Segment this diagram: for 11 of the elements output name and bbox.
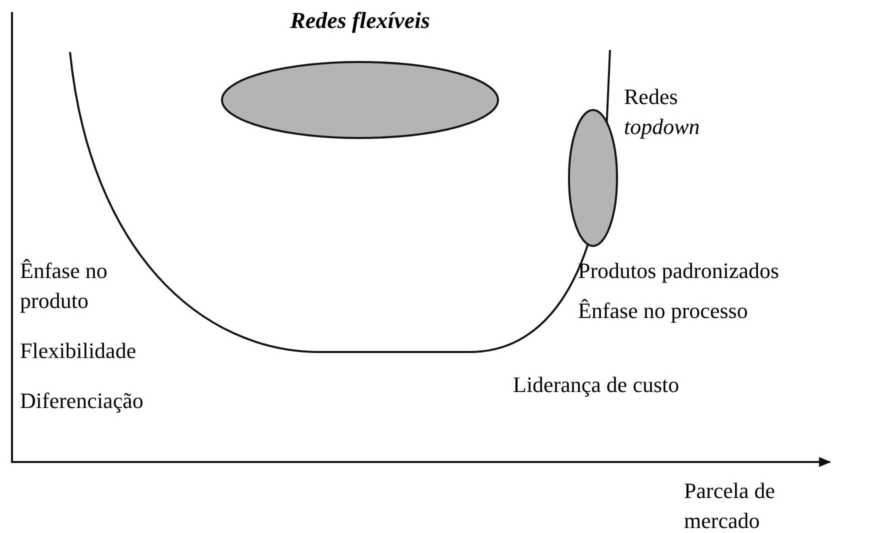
trait-label: Produtos padronizados [578, 257, 780, 285]
trait-label: Ênfase no produto [20, 257, 108, 315]
ellipse-caption: Redes topdown [624, 83, 701, 141]
shaded-ellipse [568, 109, 618, 247]
trait-label: Diferenciação [20, 387, 144, 415]
trait-label: Liderança de custo [513, 371, 680, 399]
shaded-ellipse [221, 61, 499, 139]
trait-label: Ênfase no processo [578, 297, 749, 325]
ellipse-caption: Redes flexíveis [289, 7, 431, 35]
axis-label: Parcela de mercado [684, 477, 776, 533]
trait-label: Flexibilidade [20, 337, 138, 365]
